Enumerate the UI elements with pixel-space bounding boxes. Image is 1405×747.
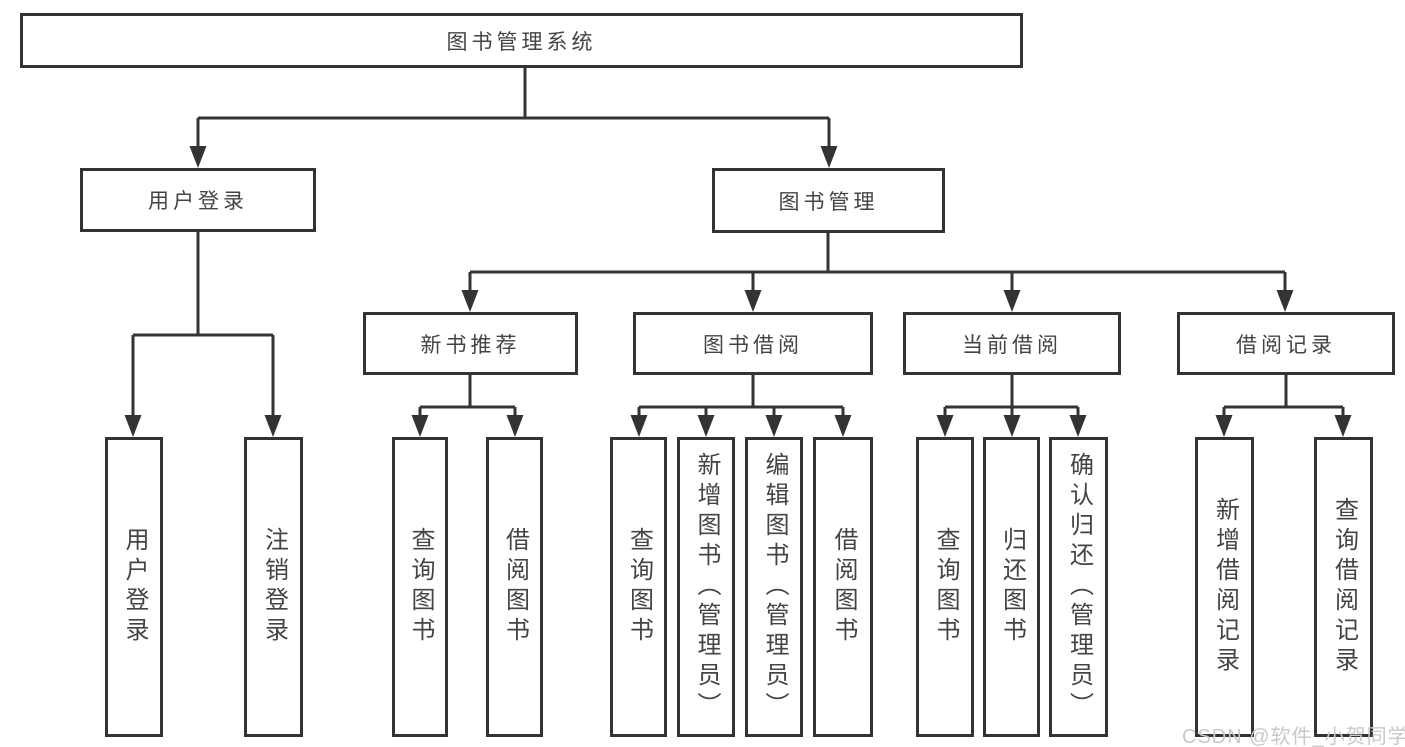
- arrow-down-icon: [411, 415, 524, 437]
- arrow-down-icon: [936, 415, 1087, 437]
- csdn-watermark: CSDN @软件_小贺同学: [1182, 726, 1405, 747]
- leaf-query-books: 查询图书: [392, 437, 448, 737]
- leaf-return-books: 归还图书: [983, 437, 1040, 737]
- arrow-down-icon: [1215, 415, 1352, 437]
- node-new-book-recommend: 新书推荐: [363, 312, 578, 375]
- leaf-logout: 注销登录: [244, 437, 303, 737]
- leaf-borrow-books: 借阅图书: [486, 437, 543, 737]
- leaf-add-books-admin: 新增图书（管理员）: [677, 437, 735, 737]
- leaf-query-borrow-record: 查询借阅记录: [1314, 437, 1373, 737]
- leaf-confirm-return-admin: 确认归还（管理员）: [1049, 437, 1108, 737]
- leaf-borrow-books: 借阅图书: [813, 437, 873, 737]
- connector-book-borrow-children: [630, 375, 852, 437]
- connector-new-book-recommend-children: [411, 375, 524, 437]
- connector-user-login-children: [124, 232, 282, 437]
- arrow-down-icon: [461, 290, 1294, 312]
- leaf-query-books: 查询图书: [916, 437, 974, 737]
- node-current-borrow: 当前借阅: [903, 312, 1121, 375]
- leaf-user-login: 用户登录: [105, 437, 163, 737]
- node-library-management-system: 图书管理系统: [20, 13, 1023, 68]
- arrow-down-icon: [189, 146, 838, 168]
- connector-book-management-children: [461, 233, 1294, 312]
- connector-root-to-level2: [189, 68, 838, 168]
- node-book-management: 图书管理: [712, 168, 945, 233]
- leaf-add-borrow-record: 新增借阅记录: [1195, 437, 1254, 737]
- leaf-edit-books-admin: 编辑图书（管理员）: [745, 437, 803, 737]
- connector-current-borrow-children: [936, 375, 1087, 437]
- node-borrow-records: 借阅记录: [1177, 312, 1395, 375]
- leaf-query-books: 查询图书: [610, 437, 667, 737]
- node-book-borrow: 图书借阅: [633, 312, 873, 375]
- arrow-down-icon: [124, 415, 282, 437]
- arrow-down-icon: [630, 415, 852, 437]
- node-user-login: 用户登录: [80, 168, 316, 232]
- connector-borrow-records-children: [1215, 375, 1352, 437]
